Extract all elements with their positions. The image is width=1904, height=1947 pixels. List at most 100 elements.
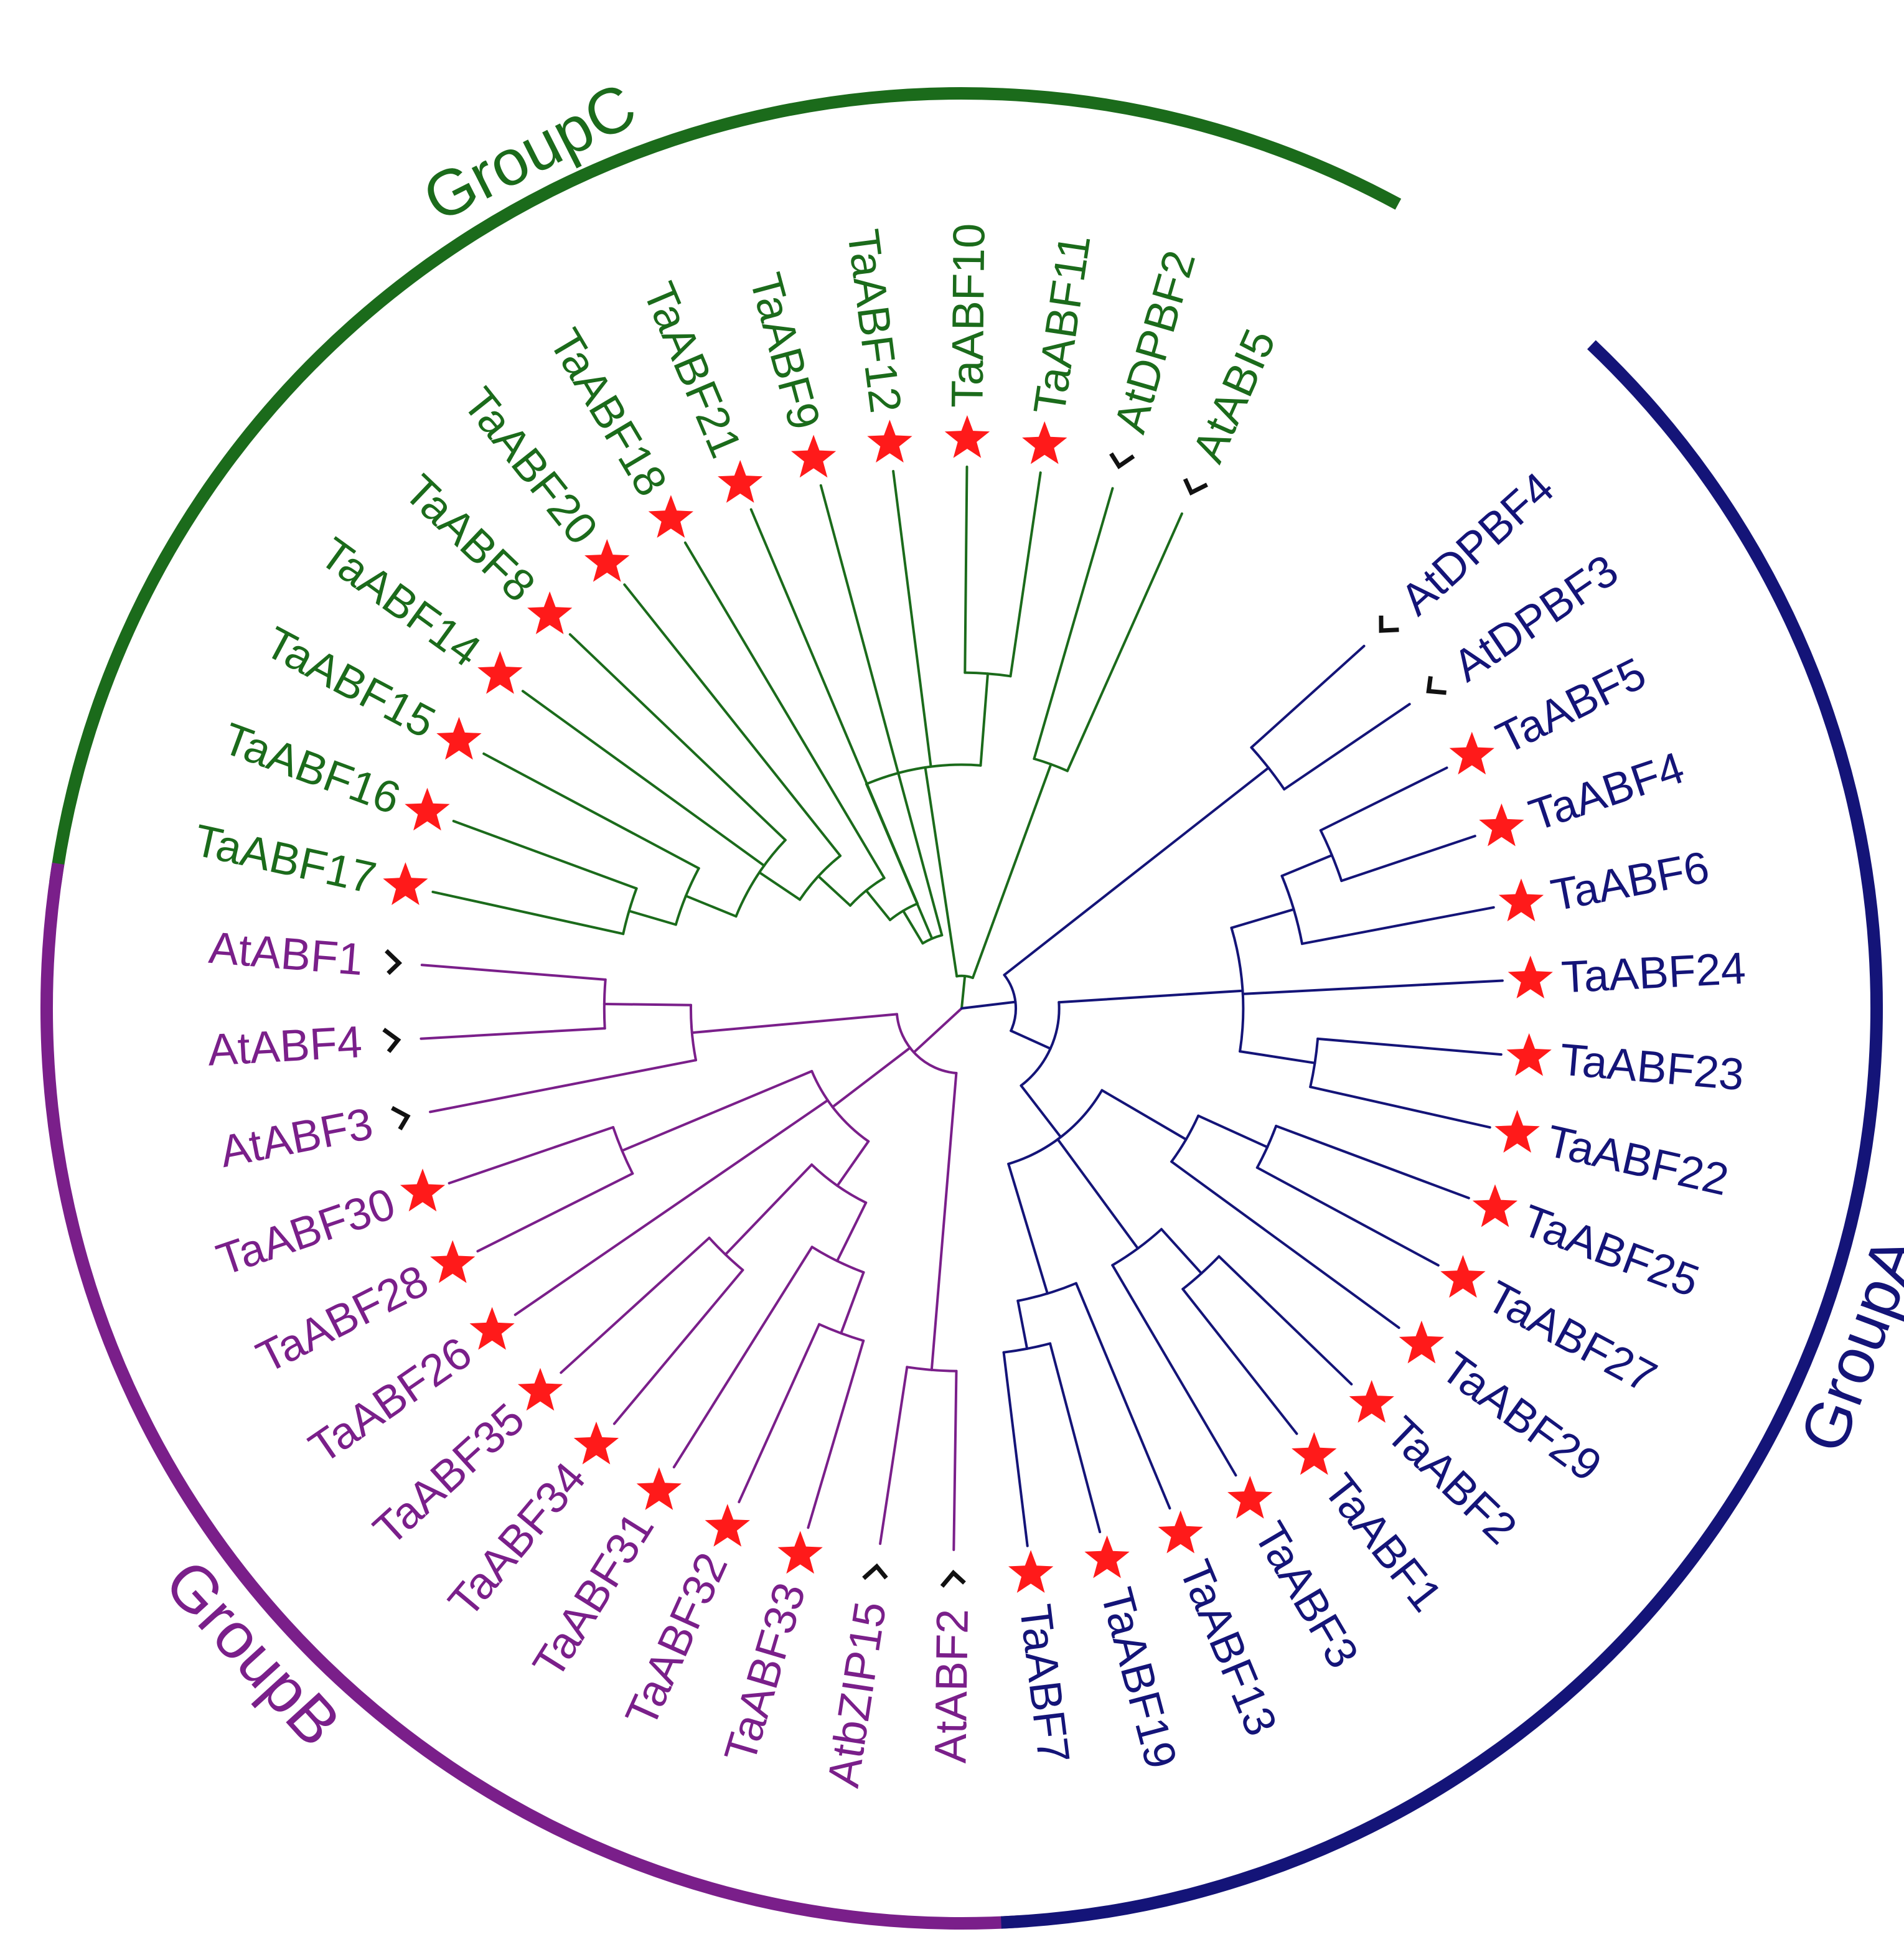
leaf-label: TaABF33 bbox=[715, 1577, 815, 1768]
leaf-label: TaABF19 bbox=[1091, 1583, 1186, 1774]
star-icon bbox=[584, 539, 630, 582]
leaf-branch bbox=[1074, 1282, 1171, 1510]
star-icon bbox=[1449, 731, 1494, 775]
clade-branch bbox=[831, 1046, 912, 1109]
clade-branch bbox=[724, 1163, 814, 1256]
leaf-branch bbox=[1250, 644, 1366, 749]
star-icon bbox=[573, 1421, 619, 1465]
leaf-branch bbox=[1301, 906, 1495, 945]
leaf-label: TaABF9 bbox=[740, 268, 830, 434]
leaf-branch bbox=[1049, 1342, 1102, 1534]
branch-arc bbox=[1255, 1125, 1278, 1169]
branch-arc bbox=[1280, 875, 1303, 945]
star-icon bbox=[527, 591, 573, 634]
leaf-label: AtABF2 bbox=[926, 1608, 977, 1763]
branch-arc bbox=[612, 1126, 634, 1175]
clade-branch bbox=[1016, 1299, 1029, 1350]
leaf-branch bbox=[1170, 1160, 1400, 1330]
leaf-branch bbox=[476, 1172, 634, 1253]
star-icon bbox=[383, 862, 428, 905]
clade-branch bbox=[690, 1013, 898, 1034]
branch-arc bbox=[889, 902, 919, 921]
clade-branch bbox=[902, 909, 924, 945]
leaf-branch bbox=[1309, 1086, 1491, 1129]
clade-branch bbox=[912, 1007, 963, 1054]
star-icon bbox=[1349, 1380, 1394, 1423]
leaf-branch bbox=[1033, 487, 1114, 760]
leaf-label: AtABF4 bbox=[207, 1017, 363, 1076]
star-icon bbox=[1022, 421, 1067, 464]
leaf-branch bbox=[452, 820, 638, 890]
leaf-label: TaABF13 bbox=[1170, 1554, 1287, 1743]
leaf-branch bbox=[560, 1236, 711, 1374]
leaf-branch bbox=[623, 583, 842, 857]
star-icon bbox=[430, 1240, 476, 1283]
leaf-branch bbox=[514, 1099, 829, 1316]
clade-branch bbox=[1160, 1227, 1203, 1275]
branch-arc bbox=[1007, 1089, 1104, 1165]
leaf-label: TaABF7 bbox=[1010, 1602, 1079, 1766]
leaf-label: TaABF10 bbox=[942, 223, 994, 408]
leaf-branch bbox=[672, 1246, 814, 1469]
leaf-branch bbox=[1340, 835, 1476, 883]
star-icon bbox=[944, 415, 990, 458]
group-arcs bbox=[40, 87, 1883, 1930]
star-icon bbox=[1494, 1110, 1540, 1153]
clade-branch bbox=[971, 762, 1053, 979]
leaf-branch bbox=[1111, 1264, 1237, 1477]
leaf-label: TaABF11 bbox=[1025, 232, 1100, 418]
branch-arc bbox=[1033, 758, 1069, 772]
leaf-branch bbox=[1255, 1166, 1440, 1267]
branch-arc bbox=[1003, 973, 1018, 1032]
star-icon bbox=[1227, 1476, 1273, 1519]
clade-branch bbox=[1010, 1030, 1052, 1050]
leaf-branch bbox=[429, 1059, 697, 1114]
star-icon bbox=[469, 1307, 515, 1350]
branch-arc bbox=[734, 838, 787, 918]
star-icon bbox=[1084, 1535, 1130, 1579]
leaf-branch bbox=[738, 1323, 821, 1504]
clade-branch bbox=[1280, 854, 1333, 878]
group-arc-groupb bbox=[40, 862, 1021, 1930]
clade-branch bbox=[684, 894, 738, 918]
leaf-label: AtDPBF2 bbox=[1105, 245, 1206, 438]
group-label-groupc: GroupC bbox=[412, 69, 647, 236]
clade-branch bbox=[603, 1003, 692, 1006]
star-icon bbox=[867, 420, 912, 463]
leaf-branch bbox=[807, 1339, 865, 1529]
clade-branch bbox=[1100, 1089, 1188, 1141]
star-icon bbox=[636, 1467, 682, 1510]
clade-branch bbox=[1003, 766, 1270, 977]
star-icon bbox=[1158, 1510, 1203, 1554]
branch-arc bbox=[849, 876, 886, 907]
check-mark-icon bbox=[1183, 478, 1208, 496]
leaf-label: TaABF22 bbox=[1542, 1116, 1733, 1205]
star-icon bbox=[648, 495, 693, 538]
leaf-branch bbox=[952, 1369, 958, 1551]
star-icon bbox=[1508, 955, 1553, 998]
clade-branch bbox=[960, 1000, 1017, 1010]
check-mark-icon bbox=[382, 1028, 401, 1053]
clade-branch bbox=[1020, 1084, 1062, 1138]
leaf-branch bbox=[568, 633, 787, 842]
branch-arc bbox=[1016, 1282, 1077, 1302]
leaf-branch bbox=[448, 1126, 615, 1185]
star-icon bbox=[1472, 1184, 1518, 1227]
branch-arc bbox=[1111, 1227, 1163, 1267]
branch-arc bbox=[603, 978, 607, 1030]
leaf-branch bbox=[1319, 766, 1448, 832]
leaf-label: TaABF12 bbox=[838, 227, 911, 416]
leaf-label: TaABF17 bbox=[190, 815, 380, 904]
leaf-label: TaABF30 bbox=[210, 1179, 401, 1285]
clade-branch bbox=[758, 871, 802, 901]
clade-branch bbox=[840, 1271, 865, 1335]
leaf-markers bbox=[382, 415, 1553, 1593]
leaf-branch bbox=[1283, 703, 1411, 791]
leaf-label: TaABF24 bbox=[1560, 944, 1747, 1003]
leaf-branch bbox=[683, 541, 886, 880]
leaf-label: TaABF4 bbox=[1523, 743, 1690, 841]
branch-arc bbox=[1181, 1255, 1221, 1290]
leaf-branch bbox=[819, 484, 944, 937]
clade-branch bbox=[1239, 1050, 1316, 1064]
